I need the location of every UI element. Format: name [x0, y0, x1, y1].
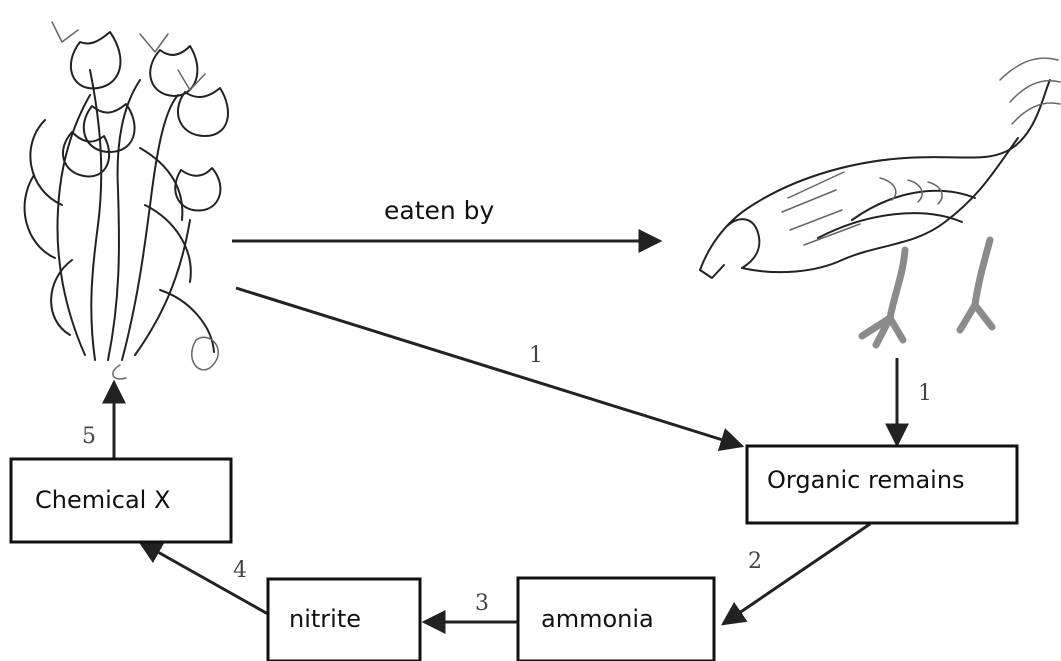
- step-label-3: 3: [475, 591, 489, 616]
- organic-remains-label: Organic remains: [767, 466, 965, 494]
- step-label-4: 4: [233, 558, 247, 583]
- nitrite-label: nitrite: [289, 605, 361, 633]
- plant-illustration: [25, 22, 228, 379]
- eaten-by-label: eaten by: [384, 196, 495, 225]
- plant-to-organic-remains-arrow: [236, 288, 742, 446]
- chemical-x-label: Chemical X: [35, 486, 170, 514]
- nitrite-to-chemical-x-arrow: [140, 542, 268, 614]
- labels-layer: eaten by 1 1 2 3 4 5: [82, 196, 932, 616]
- step-label-5: 5: [82, 424, 96, 449]
- organic-remains-to-ammonia-arrow: [723, 524, 870, 624]
- bird-illustration: [700, 58, 1060, 345]
- step-label-1-plant: 1: [529, 343, 543, 368]
- step-label-1-bird: 1: [918, 381, 932, 406]
- ammonia-label: ammonia: [541, 605, 654, 633]
- step-label-2: 2: [748, 549, 762, 574]
- arrows-layer: [114, 241, 897, 624]
